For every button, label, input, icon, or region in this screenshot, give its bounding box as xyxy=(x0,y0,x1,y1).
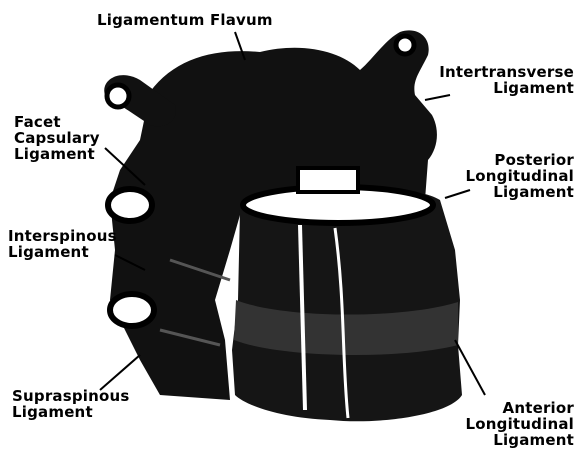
label-posterior-longitudinal-ligament: Posterior Longitudinal Ligament xyxy=(430,152,574,200)
label-intertransverse-ligament: Intertransverse Ligament xyxy=(410,64,574,96)
label-facet-capsulary-ligament: Facet Capsulary Ligament xyxy=(14,114,100,162)
label-supraspinous-ligament: Supraspinous Ligament xyxy=(12,388,130,420)
label-ligamentum-flavum: Ligamentum Flavum xyxy=(97,12,273,28)
label-anterior-longitudinal-ligament: Anterior Longitudinal Ligament xyxy=(430,400,574,448)
label-interspinous-ligament: Interspinous Ligament xyxy=(8,228,117,260)
